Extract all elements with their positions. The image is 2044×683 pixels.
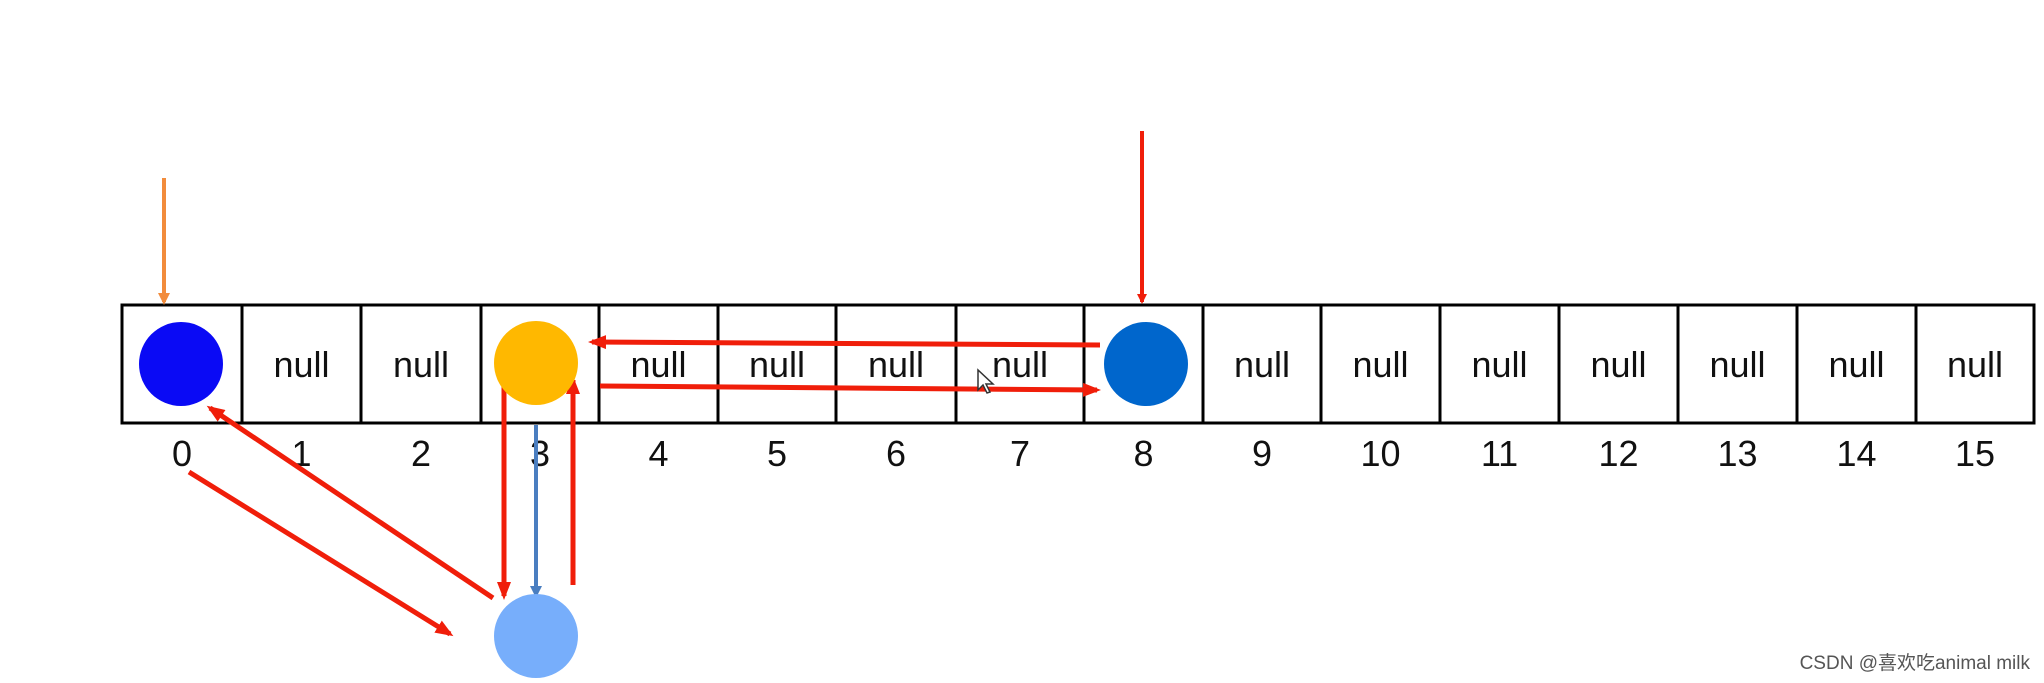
- index-label: 14: [1836, 433, 1876, 474]
- index-label: 8: [1133, 433, 1153, 474]
- arrow-8-to-3: [588, 335, 1101, 350]
- arrow-0-to-new: [187, 469, 454, 637]
- array-cells: null null null null null null null null null null…: [120, 303, 2036, 425]
- index-label: 4: [648, 433, 668, 474]
- cell-null-label: null: [273, 344, 329, 385]
- cursor-icon: [977, 368, 995, 394]
- arrow-new-to-0: [206, 405, 495, 601]
- cell-null-label: null: [1471, 344, 1527, 385]
- watermark-text: CSDN @喜欢吃animal milk: [1799, 653, 2030, 674]
- index-label: 5: [767, 433, 787, 474]
- cell-null-label: null: [868, 344, 924, 385]
- cell-null-label: null: [1234, 344, 1290, 385]
- index-label: 7: [1010, 433, 1030, 474]
- arrow-3-to-8: [599, 382, 1101, 397]
- index-label: 3: [530, 433, 550, 474]
- index-label: 10: [1360, 433, 1400, 474]
- index-label: 0: [172, 433, 192, 474]
- index-label: 12: [1598, 433, 1638, 474]
- index-label: 11: [1481, 433, 1518, 474]
- cell-null-label: null: [1828, 344, 1884, 385]
- node-blue-circle: [139, 322, 223, 406]
- node-darkblue-circle: [1104, 322, 1188, 406]
- index-label: 15: [1955, 433, 1995, 474]
- cell-null-label: null: [1352, 344, 1408, 385]
- index-label: 2: [411, 433, 431, 474]
- cell-null-label: null: [992, 344, 1048, 385]
- cell-null-label: null: [1947, 344, 2003, 385]
- array-cell-15: [1914, 303, 2036, 425]
- index-label: 9: [1252, 433, 1272, 474]
- index-label: 6: [886, 433, 906, 474]
- index-label: 13: [1717, 433, 1757, 474]
- cell-null-label: null: [1709, 344, 1765, 385]
- cell-null-label: null: [630, 344, 686, 385]
- cell-null-label: null: [1590, 344, 1646, 385]
- cell-null-label: null: [749, 344, 805, 385]
- node-yellow-circle: [494, 321, 578, 405]
- cell-null-label: null: [393, 344, 449, 385]
- node-lightblue-circle: [494, 594, 578, 678]
